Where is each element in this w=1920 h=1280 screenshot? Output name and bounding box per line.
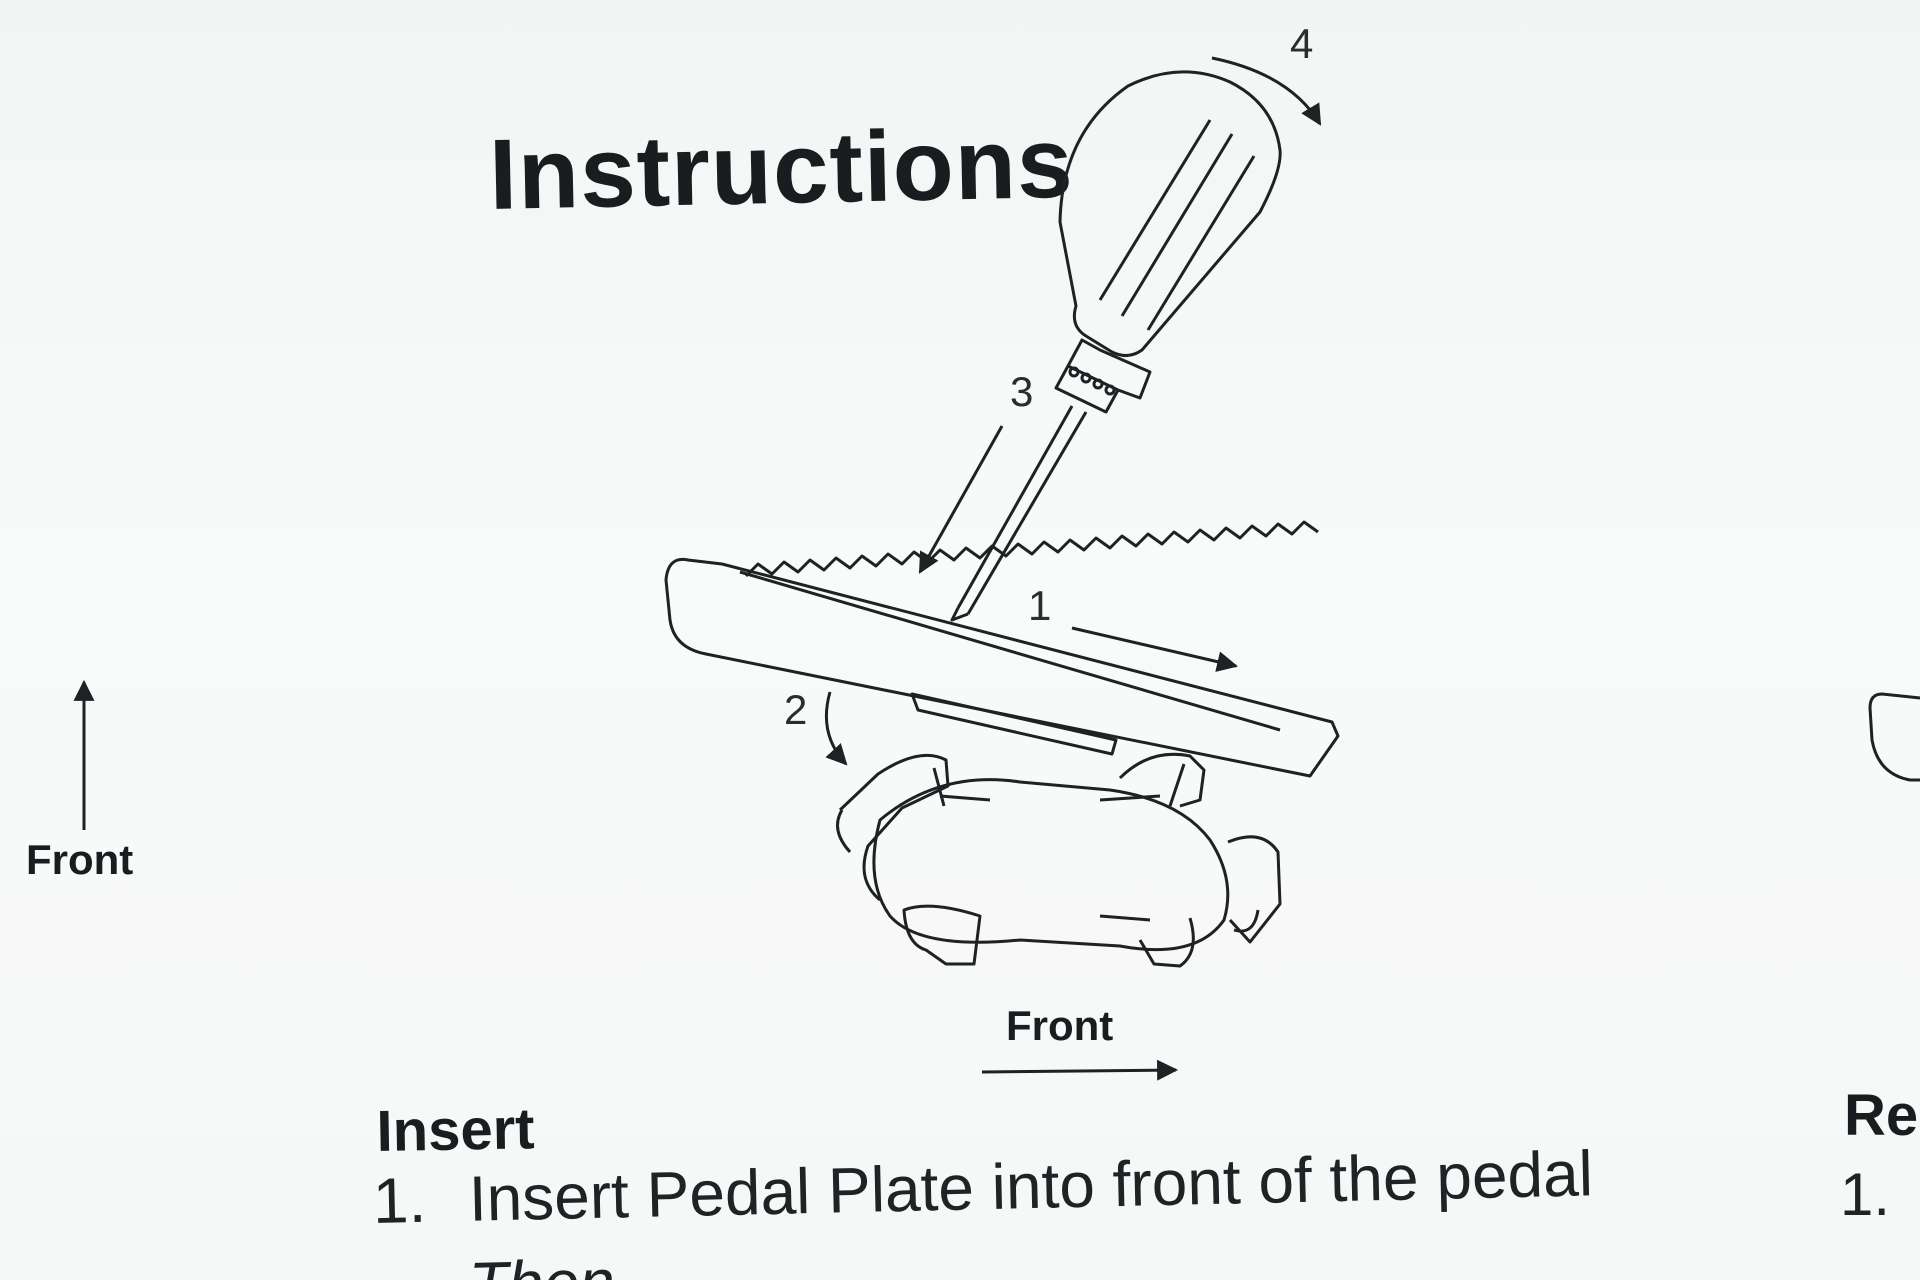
step-number-2: 2 — [784, 686, 808, 733]
pedal-icon — [836, 752, 1282, 968]
cropped-shape — [1868, 692, 1920, 782]
step4-arrow — [1211, 56, 1322, 126]
step-number-4: 4 — [1290, 20, 1314, 67]
right-step-number: 1. — [1840, 1161, 1891, 1228]
step-number: 1. — [372, 1163, 428, 1237]
step-number-1: 1 — [1028, 582, 1052, 629]
front-right-arrow — [981, 1059, 1179, 1081]
step2-arrow — [824, 691, 848, 766]
right-section-heading: Re — [1844, 1083, 1919, 1148]
step-number-3: 3 — [1010, 368, 1034, 415]
step3-arrow — [918, 425, 1004, 574]
front-label-left: Front — [26, 836, 134, 883]
pedal-plate-icon — [664, 520, 1340, 778]
step1-arrow — [1071, 626, 1239, 672]
front-label-bottom: Front — [1006, 1002, 1114, 1049]
insert-heading: Insert — [376, 1096, 536, 1164]
screwdriver-icon — [950, 70, 1282, 622]
insert-step-1-continuation: Then — [468, 1245, 616, 1280]
